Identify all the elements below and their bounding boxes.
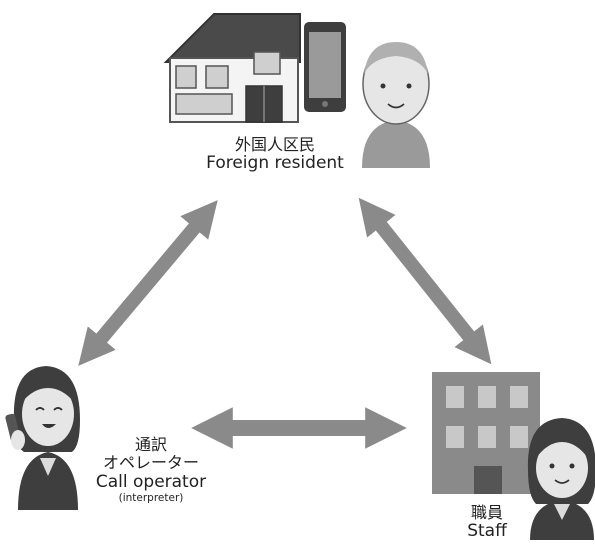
staff-label-ja: 職員 (470, 503, 503, 522)
woman-on-phone-icon (5, 366, 81, 510)
office-building-icon (432, 372, 540, 494)
elderly-man-icon (362, 42, 430, 168)
smartphone-icon (304, 22, 346, 112)
staff-woman-icon (527, 418, 595, 540)
resident-label: 外国人区民 Foreign resident (180, 135, 370, 174)
operator-label: 通訳 オペレーター Call operator (interpreter) (86, 435, 216, 505)
operator-label-en: Call operator (95, 471, 207, 492)
operator-label-ja-1: 通訳 (134, 435, 167, 454)
arrow-resident-staff (358, 197, 492, 365)
resident-label-en: Foreign resident (206, 153, 344, 174)
operator-label-note: (interpreter) (118, 492, 184, 505)
arrow-resident-operator (78, 200, 218, 366)
staff-label: 職員 Staff (452, 503, 522, 542)
house-icon (163, 13, 301, 123)
resident-label-ja: 外国人区民 (234, 135, 315, 154)
operator-label-ja-2: オペレーター (102, 453, 199, 473)
staff-label-en: Staff (467, 521, 507, 542)
